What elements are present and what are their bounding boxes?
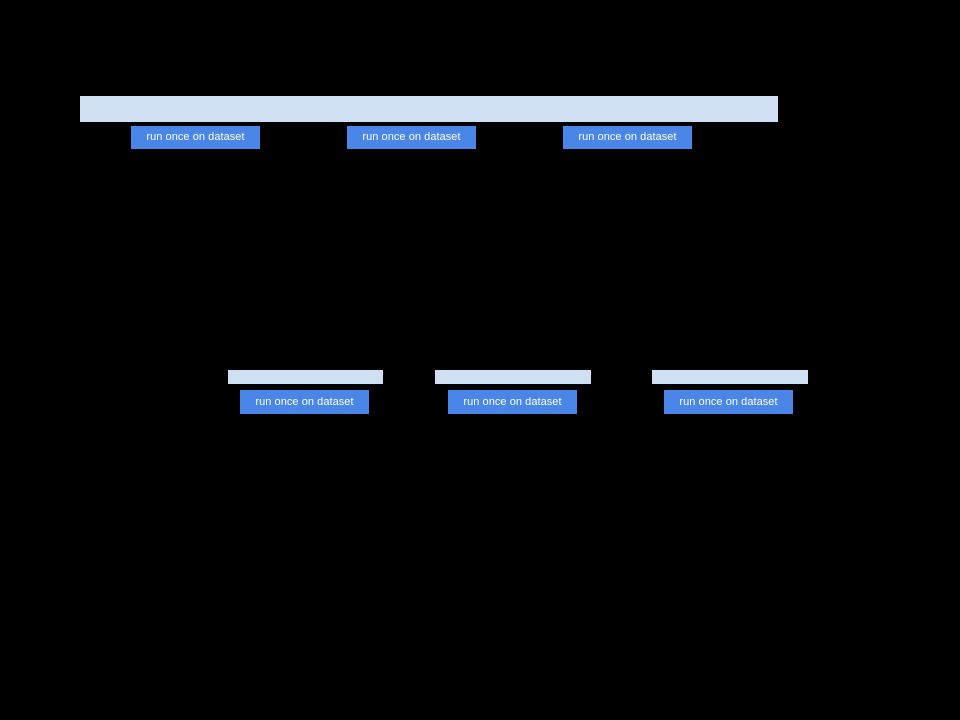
run-once-on-dataset-button-6[interactable]: run once on dataset bbox=[664, 390, 793, 414]
run-once-on-dataset-button-4[interactable]: run once on dataset bbox=[240, 390, 369, 414]
sub-placeholder-bar-3[interactable] bbox=[652, 370, 808, 384]
run-once-on-dataset-button-1[interactable]: run once on dataset bbox=[131, 126, 260, 149]
header-placeholder-bar[interactable] bbox=[80, 96, 778, 122]
run-once-on-dataset-button-2[interactable]: run once on dataset bbox=[347, 126, 476, 149]
run-once-on-dataset-button-5[interactable]: run once on dataset bbox=[448, 390, 577, 414]
run-once-on-dataset-button-3[interactable]: run once on dataset bbox=[563, 126, 692, 149]
sub-placeholder-bar-2[interactable] bbox=[435, 370, 591, 384]
sub-placeholder-bar-1[interactable] bbox=[228, 370, 383, 384]
